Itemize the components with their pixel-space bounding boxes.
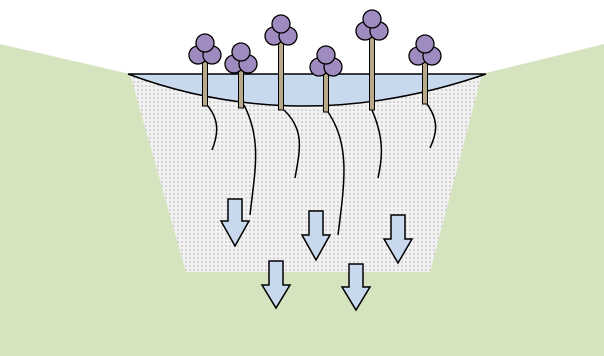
bioretention-diagram [0,0,604,356]
